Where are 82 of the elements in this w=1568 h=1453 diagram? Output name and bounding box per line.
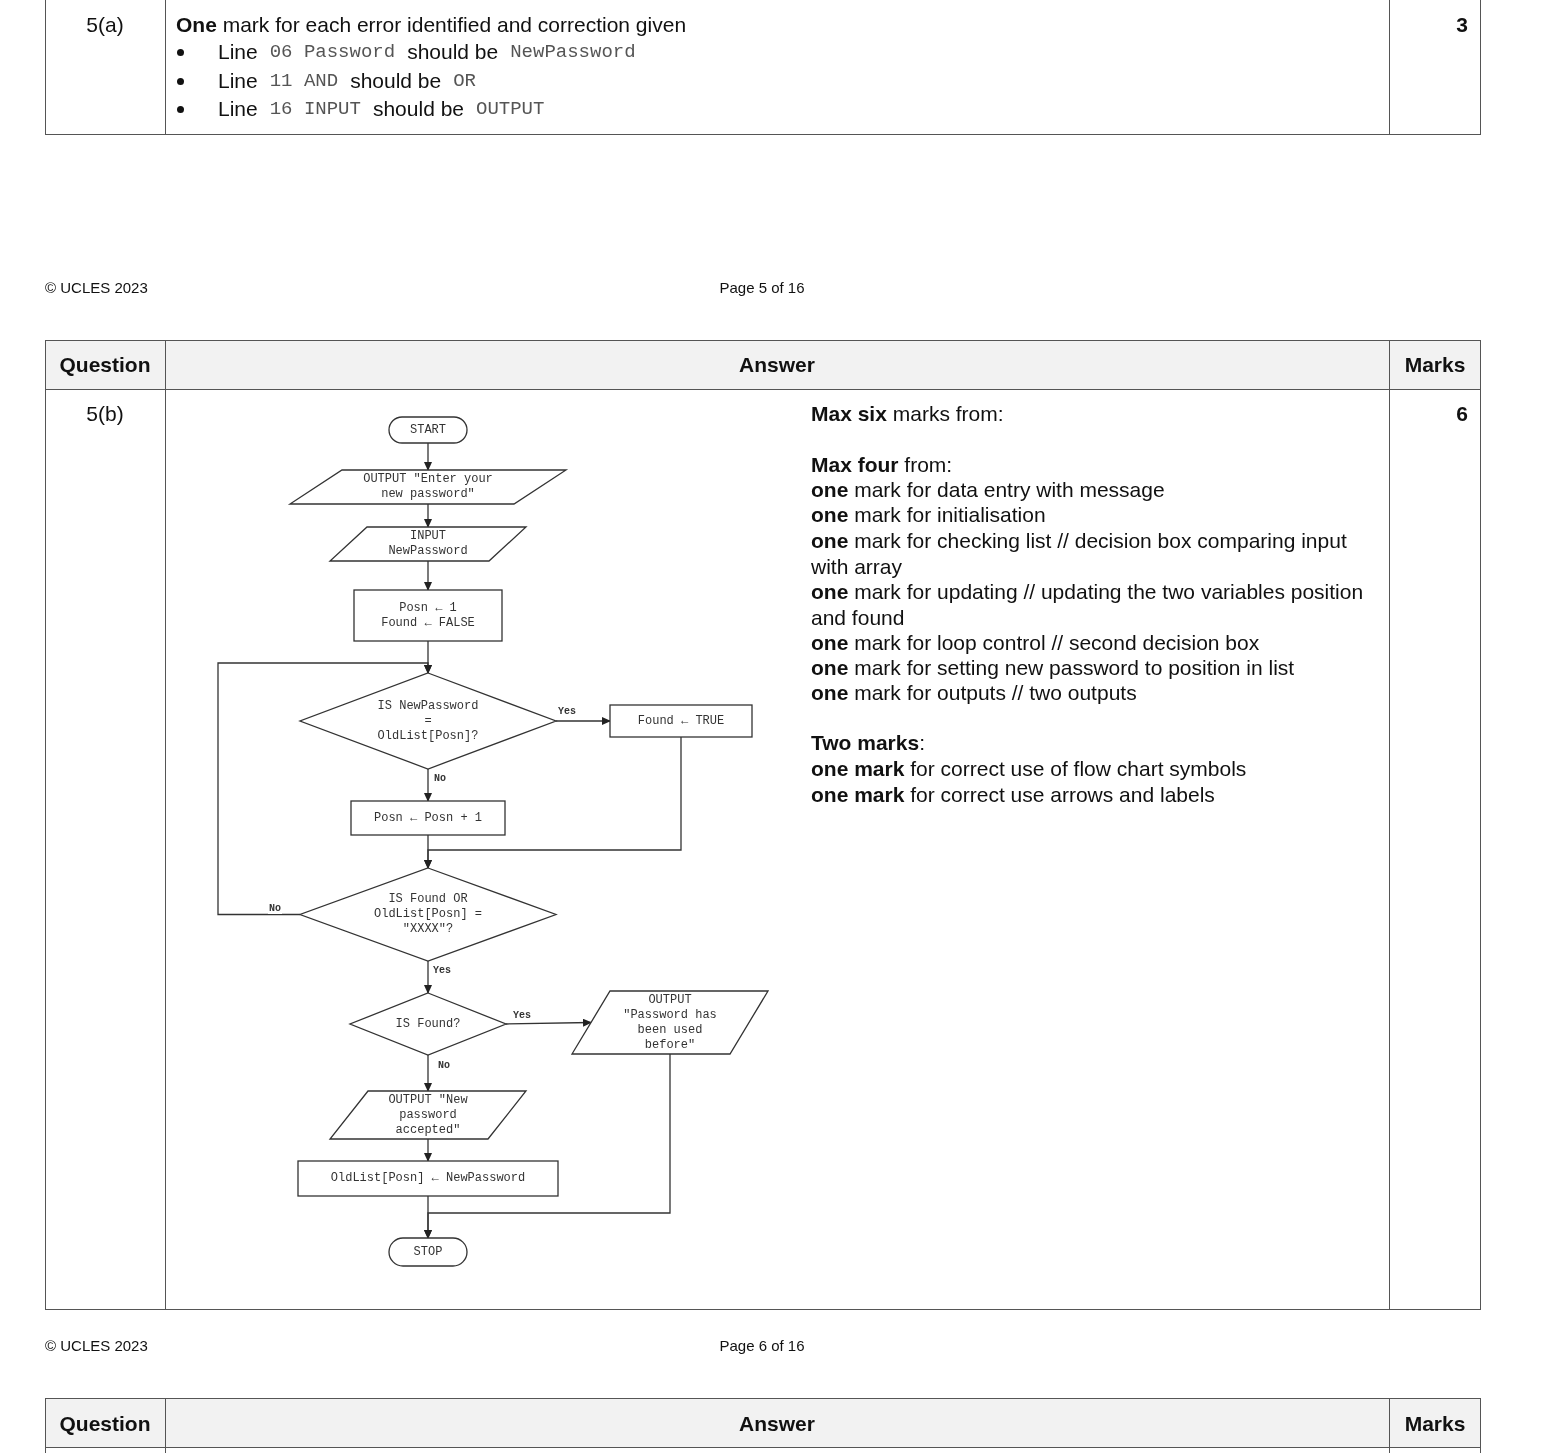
answer-text: one mark for correct use arrows and labels (811, 782, 1216, 808)
marks-value: 6 (1455, 401, 1468, 427)
answer-text: should be (372, 96, 464, 122)
node-text: INPUT NewPassword (387, 529, 469, 559)
marks-value: 3 (1455, 12, 1468, 38)
node-text: STOP (413, 1244, 443, 1260)
edge-label: No (437, 1060, 451, 1071)
node-text: Found ← FALSE (381, 615, 475, 631)
answer-text: should be (407, 39, 499, 65)
io-parallelogram (290, 470, 566, 504)
column-header: Answer (738, 352, 816, 378)
node-text: START (410, 422, 446, 438)
column-header: Marks (1403, 352, 1467, 378)
answer-text: Max six marks from: (811, 401, 1005, 427)
node-text: OUTPUT "Password has been used before" (622, 992, 718, 1053)
answer-text: one mark for loop control // second decision box (811, 630, 1261, 656)
code-text: OR (453, 69, 476, 94)
flow-arrow (424, 442, 432, 471)
answer-text: Line (218, 68, 258, 94)
node-text: Posn ← Posn + 1 (374, 810, 482, 826)
answer-text: one mark for correct use of flow chart symbols (811, 756, 1248, 782)
node-text: OldList[Posn] ← NewPassword (330, 1171, 526, 1186)
flow-arrow (424, 960, 432, 994)
node-text: OUTPUT "Enter your new password" (362, 472, 494, 502)
flow-arrow (217, 662, 432, 916)
code-text: 11 AND (269, 69, 339, 94)
edge-label: Yes (432, 965, 452, 976)
flow-arrow (424, 1138, 432, 1162)
answer-text: Two marks: (811, 730, 926, 756)
code-text: 16 INPUT (269, 97, 361, 122)
flow-arrow (424, 1053, 671, 1239)
answer-text: Line (218, 39, 258, 65)
column-header: Question (58, 1411, 152, 1437)
decision-diamond (350, 993, 506, 1055)
edge-label: Yes (512, 1010, 532, 1021)
answer-text: one mark for data entry with message (811, 477, 1166, 503)
node-text: OUTPUT "New password accepted" (387, 1092, 469, 1138)
flow-arrow (424, 1054, 432, 1092)
process-box (351, 801, 505, 835)
terminator-shape (389, 417, 467, 443)
code-text: NewPassword (510, 40, 636, 65)
process-box (298, 1161, 558, 1196)
column-header: Marks (1403, 1411, 1467, 1437)
flow-arrow (424, 768, 432, 802)
cell-text: 5(a) (85, 12, 125, 38)
code-text: OUTPUT (476, 97, 545, 122)
flow-arrow (424, 736, 682, 869)
edge-label: No (433, 773, 447, 784)
node-text: IS Found? (395, 1016, 461, 1032)
edge-label: No (268, 903, 282, 914)
answer-text: One mark for each error identified and correction given (176, 12, 688, 38)
cell-text: 5(b) (85, 401, 125, 427)
process-box (354, 590, 502, 641)
flow-arrow (505, 1018, 592, 1027)
io-parallelogram (572, 991, 768, 1054)
io-parallelogram (330, 1091, 526, 1139)
answer-text: should be (350, 68, 442, 94)
flow-arrow (555, 717, 611, 725)
node-text: Found ← TRUE (637, 713, 725, 729)
process-box (610, 705, 752, 737)
column-header: Answer (738, 1411, 816, 1437)
terminator-shape (389, 1238, 467, 1266)
answer-text: one mark for initialisation (811, 502, 1047, 528)
column-header: Question (58, 352, 152, 378)
footer-text: © UCLES 2023 (45, 278, 149, 298)
code-text: 06 Password (269, 40, 396, 65)
answer-text: one mark for outputs // two outputs (811, 680, 1138, 706)
page-number: Page 5 of 16 (718, 278, 806, 298)
answer-text: Line (218, 96, 258, 122)
footer-text: © UCLES 2023 (45, 1336, 149, 1356)
io-parallelogram (330, 527, 526, 561)
flow-arrow (424, 503, 432, 528)
flow-arrow (424, 560, 432, 591)
decision-diamond (300, 673, 556, 769)
node-text: Posn ← 1 (399, 600, 457, 616)
edge-label: Yes (557, 706, 577, 717)
page-number: Page 6 of 16 (718, 1336, 806, 1356)
answer-text: Max four from: (811, 452, 954, 478)
decision-diamond (300, 868, 556, 961)
node-text: IS Found OR OldList[Posn] = "XXXX"? (373, 892, 483, 937)
answer-text: one mark for setting new password to position in list (811, 655, 1296, 681)
node-text: IS NewPassword = OldList[Posn]? (376, 698, 480, 744)
